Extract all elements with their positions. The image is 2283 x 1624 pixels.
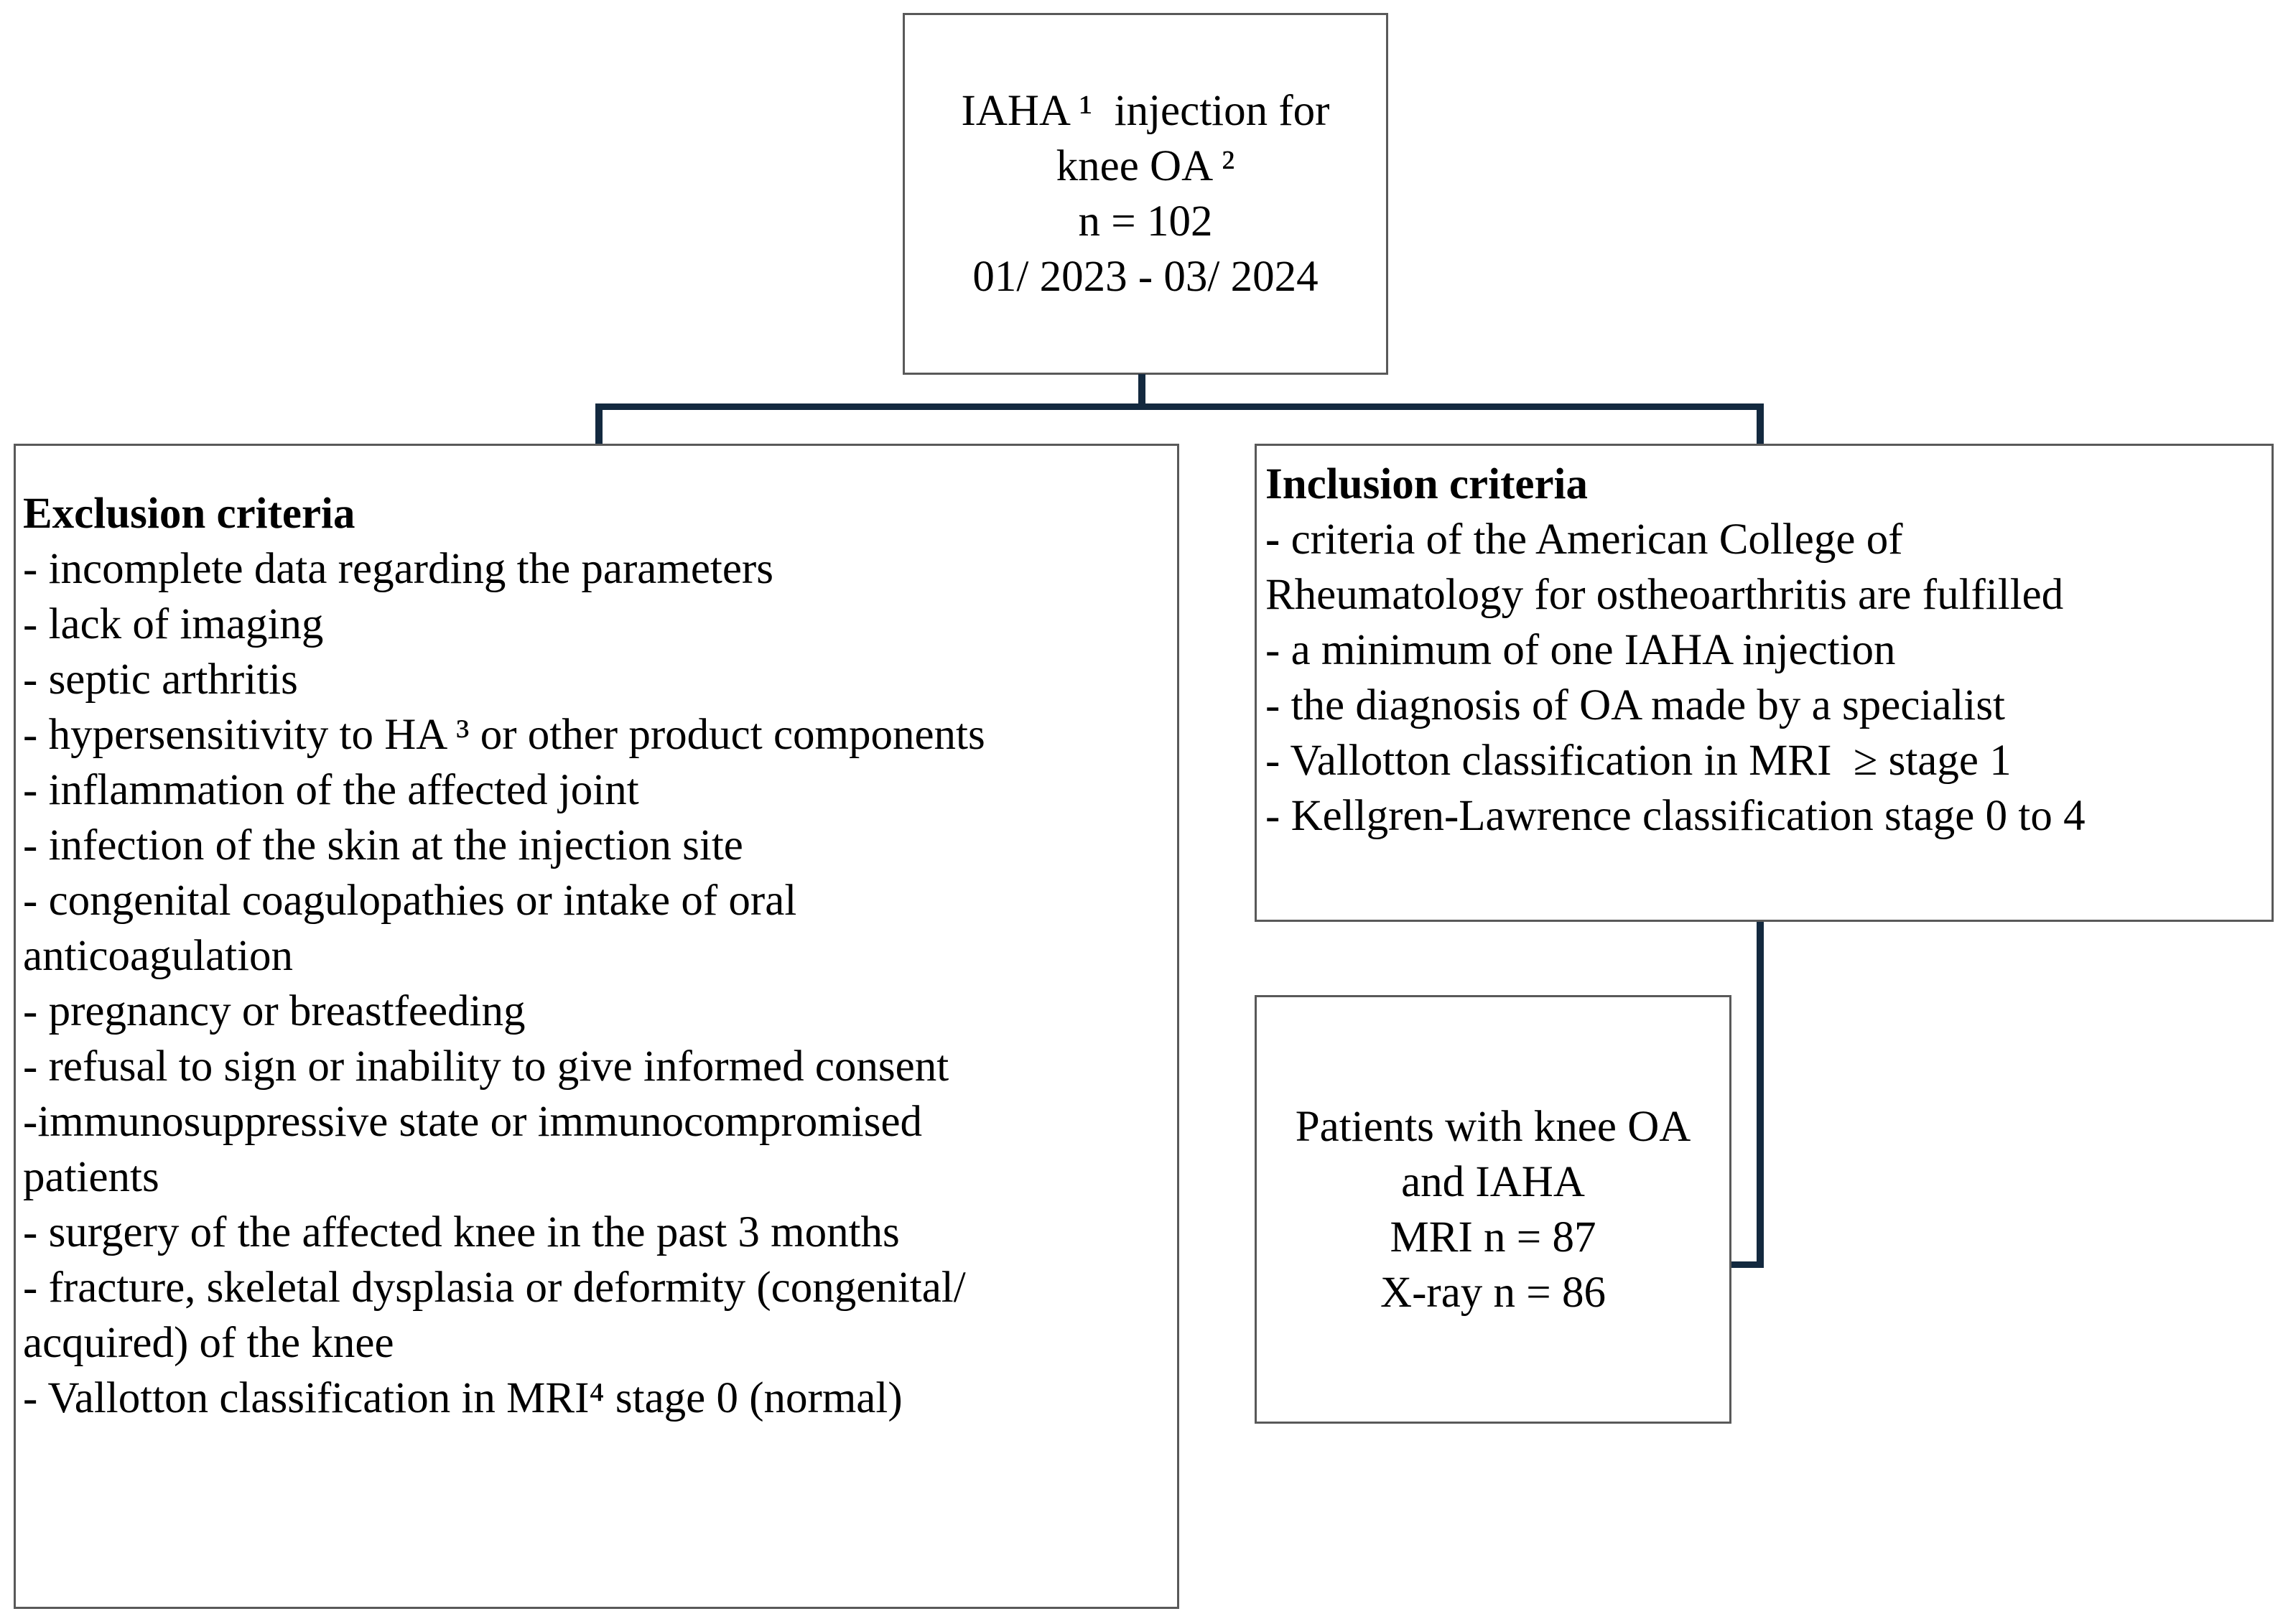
connector-drop-right: [1757, 403, 1764, 446]
inclusion-item-dash: -: [1265, 515, 1280, 564]
inclusion-item: - Kellgren-Lawrence classification stage…: [1265, 792, 2086, 840]
inclusion-item-wrap: Rheumatology for ostheoarthritis are ful…: [1265, 571, 2064, 619]
connector-horizontal-bar: [595, 403, 1764, 410]
exclusion-item: - congenital coagulopathies or intake of…: [23, 877, 797, 925]
patients-xray-count: X-ray n = 86: [1380, 1268, 1606, 1317]
exclusion-item: - refusal to sign or inability to give i…: [23, 1042, 949, 1091]
connector-drop-left: [595, 403, 603, 446]
exclusion-item: -immunosuppressive state or immunocompro…: [23, 1098, 923, 1146]
patients-line-1: Patients with knee OA: [1295, 1102, 1691, 1151]
patients-mri-count: MRI n = 87: [1390, 1213, 1596, 1261]
exclusion-item: - pregnancy or breastfeeding: [23, 987, 526, 1035]
patients-result-box: Patients with knee OA and IAHA MRI n = 8…: [1255, 995, 1731, 1424]
exclusion-item-wrap: acquired) of the knee: [23, 1319, 394, 1367]
exclusion-item-wrap: anticoagulation: [23, 932, 294, 980]
enrollment-box: IAHA ¹ injection for knee OA ² n = 102 0…: [903, 13, 1388, 375]
exclusion-item: - surgery of the affected knee in the pa…: [23, 1208, 900, 1256]
inclusion-item: - criteria of the American College of: [1265, 512, 2264, 567]
exclusion-item: - Vallotton classification in MRI⁴ stage…: [23, 1374, 903, 1422]
exclusion-criteria-box: Exclusion criteria - incomplete data reg…: [14, 444, 1179, 1609]
exclusion-item: - hypersensitivity to HA ³ or other prod…: [23, 711, 985, 759]
inclusion-item: - the diagnosis of OA made by a speciali…: [1265, 681, 2006, 729]
exclusion-item: - inflammation of the affected joint: [23, 766, 639, 814]
inclusion-item: - a minimum of one IAHA injection: [1265, 626, 1896, 674]
exclusion-item: - septic arthritis: [23, 655, 298, 704]
exclusion-item: - incomplete data regarding the paramete…: [23, 545, 773, 593]
exclusion-item-wrap: patients: [23, 1153, 159, 1201]
patients-line-2: and IAHA: [1401, 1157, 1585, 1206]
connector-inclusion-to-patients: [1757, 922, 1764, 1268]
enrollment-line-1: IAHA ¹ injection for: [961, 87, 1330, 135]
connector-stem-top: [1138, 374, 1145, 409]
enrollment-line-2: knee OA ²: [1056, 142, 1235, 190]
exclusion-item: - lack of imaging: [23, 600, 324, 648]
enrollment-period: 01/ 2023 - 03/ 2024: [972, 253, 1319, 301]
exclusion-heading: Exclusion criteria: [23, 490, 355, 538]
inclusion-item-text: criteria of the American College of: [1280, 515, 1903, 564]
inclusion-heading: Inclusion criteria: [1265, 460, 1588, 508]
exclusion-item: - infection of the skin at the injection…: [23, 821, 743, 869]
inclusion-item: - Vallotton classification in MRI ≥ stag…: [1265, 737, 2012, 785]
enrollment-count: n = 102: [1078, 197, 1213, 246]
inclusion-criteria-box: Inclusion criteria - criteria of the Ame…: [1255, 444, 2274, 922]
exclusion-item: - fracture, skeletal dysplasia or deform…: [23, 1264, 966, 1312]
connector-elbow-patients: [1729, 1261, 1764, 1268]
